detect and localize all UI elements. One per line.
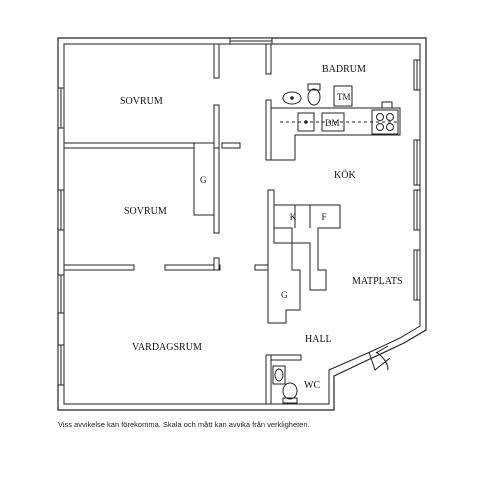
kitchen-counter [270, 107, 401, 161]
room-label-kitchen: KÖK [334, 169, 356, 181]
wc-sink-icon [272, 365, 286, 385]
dishwasher-box [321, 112, 345, 132]
fixture-label-g1: G [200, 175, 207, 185]
fixture-label-k: K [290, 212, 297, 222]
entrance-door-icon [368, 345, 391, 371]
room-label-dining: MATPLATS [352, 276, 403, 287]
bathroom-fixtures [282, 83, 393, 109]
fixture-label-dm: DM [325, 118, 340, 128]
washer-box [333, 85, 353, 107]
room-label-bedroom1: SOVRUM [120, 96, 163, 107]
wc-toilet-icon [282, 382, 298, 404]
room-label-hall: HALL [305, 334, 332, 345]
room-label-wc: WC [304, 380, 320, 391]
toilet-icon [307, 83, 321, 106]
fixture-lines [193, 142, 311, 228]
fixture-label-g2: G [281, 290, 288, 300]
room-label-bedroom2: SOVRUM [124, 206, 167, 217]
interior-walls [63, 43, 341, 405]
kitchen-fixtures [297, 109, 399, 135]
kitchen-sink-icon [297, 112, 315, 132]
disclaimer-text: Viss avvikelse kan förekomma. Skala och … [58, 420, 310, 429]
outer-wall [57, 37, 427, 411]
wc-fixtures [272, 365, 298, 404]
room-label-bathroom: BADRUM [322, 64, 366, 75]
room-label-living: VARDAGSRUM [132, 342, 202, 353]
windows [57, 37, 421, 386]
stove-icon [371, 109, 399, 135]
fixture-label-tm: TM [337, 92, 351, 102]
fixture-label-f: F [321, 212, 326, 222]
sink-icon [282, 91, 302, 105]
